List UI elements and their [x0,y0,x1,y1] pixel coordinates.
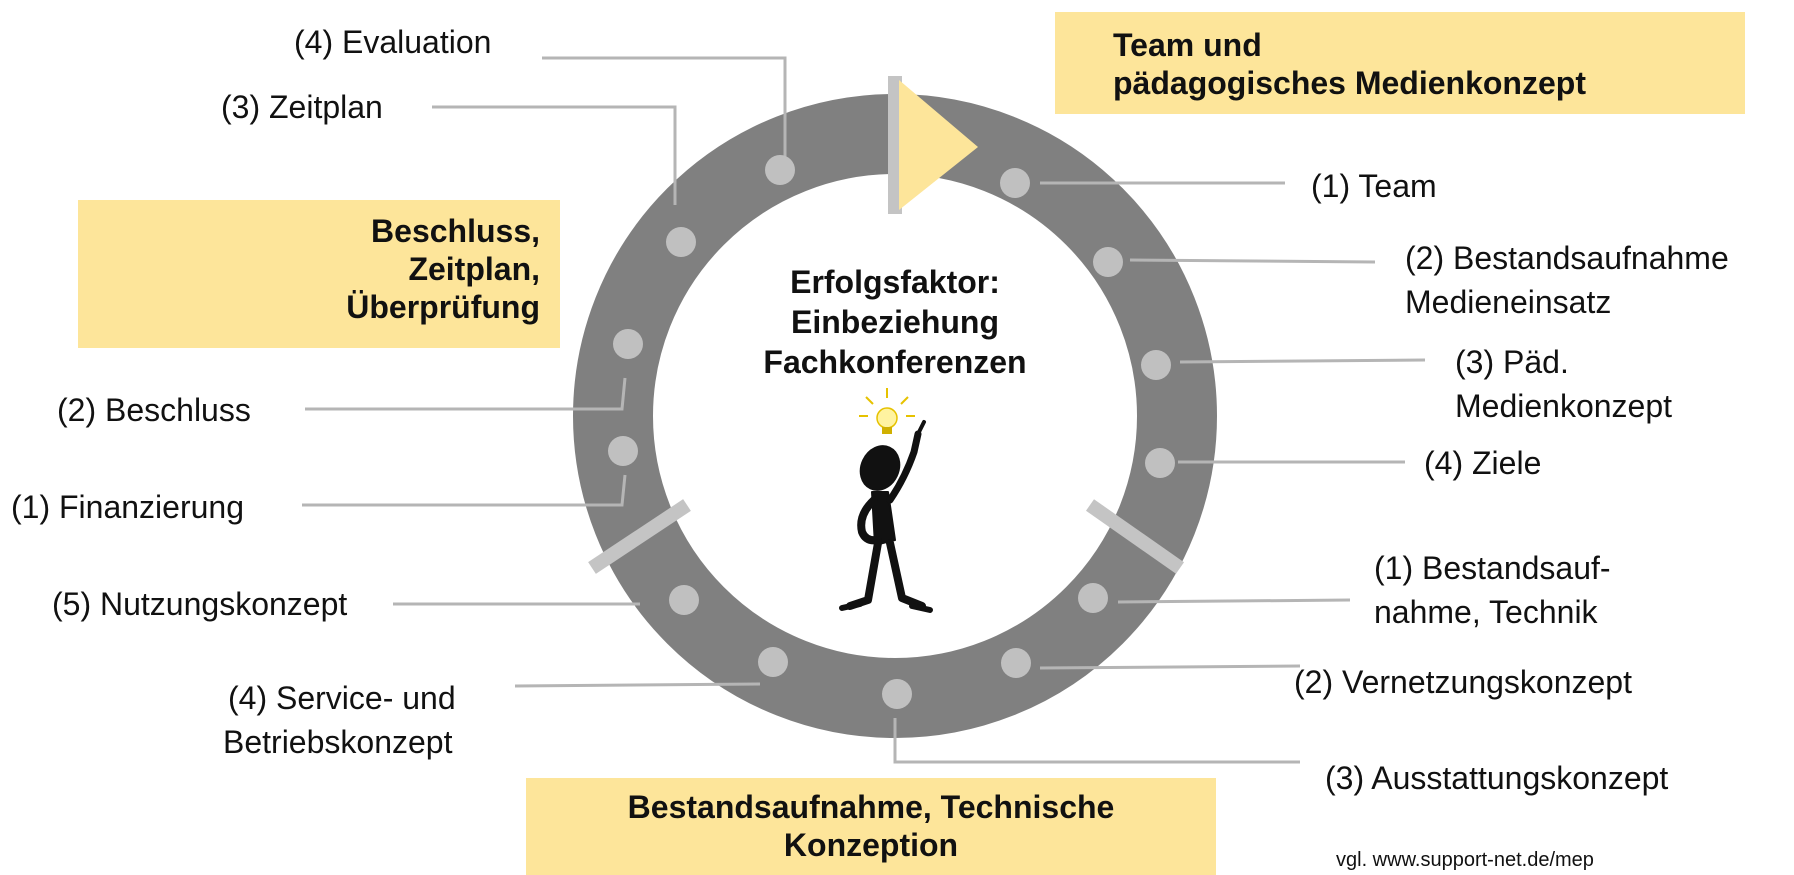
dot-bestandsaufnahme-medien [1093,247,1123,277]
center-line: Fachkonferenzen [763,344,1027,380]
dot-paed-medienkonzept [1141,350,1171,380]
step-label-vernetzungskonzept: (2) Vernetzungskonzept [1294,664,1632,700]
center-success-factor: Erfolgsfaktor: Einbeziehung Fachkonferen… [745,262,1045,382]
phase-box-line: Konzeption [783,827,959,863]
step-label-medieneinsatz: Medieneinsatz [1405,284,1612,320]
step-label-ziele: (4) Ziele [1424,445,1542,481]
phase-separator-right [1085,499,1185,574]
phase-box-line: pädagogisches Medienkonzept [1113,65,1586,101]
phase-box-line: Bestandsaufnahme, Technische [627,789,1115,825]
dot-finanzierung [608,436,638,466]
dot-bestandsaufnahme-technik [1078,583,1108,613]
phase-box-line: Team und [1113,27,1262,63]
dot-service [758,647,788,677]
thinking-figure-icon [839,420,933,613]
step-label-beschluss: (2) Beschluss [57,392,251,428]
dot-beschluss [613,329,643,359]
center-line: Einbeziehung [791,304,999,340]
step-dots [608,155,1175,709]
step-label-service-2: Betriebskonzept [223,724,453,760]
phase-separator-left [588,499,691,574]
source-note: vgl. www.support-net.de/mep [1336,849,1594,871]
connector-lines [302,56,1426,764]
step-label-service-1: (4) Service- und [228,680,456,716]
dot-ausstattung [882,679,912,709]
step-label-ausstattungskonzept: (3) Ausstattungskonzept [1325,760,1669,796]
phase-box-team-medienkonzept: Team und pädagogisches Medienkonzept [1055,12,1745,114]
step-label-team: (1) Team [1311,168,1437,204]
dot-evaluation [765,155,795,185]
step-label-evaluation: (4) Evaluation [294,24,492,60]
dot-team [1000,168,1030,198]
step-label-zeitplan: (3) Zeitplan [221,89,383,125]
step-label-medienkonzept: Medienkonzept [1455,388,1673,424]
step-label-paed: (3) Päd. [1455,344,1569,380]
lightbulb-icon [859,388,915,434]
center-line: Erfolgsfaktor: [790,264,1000,300]
phase-box-beschluss: Beschluss, Zeitplan, Überprüfung [78,200,560,348]
start-arrow [899,80,978,210]
phase-box-line: Überprüfung [346,289,540,325]
step-label-bestandsaufnahme-technik-1: (1) Bestandsauf- [1374,550,1611,586]
step-label-bestandsaufnahme: (2) Bestandsaufnahme [1405,240,1729,276]
step-label-nutzungskonzept: (5) Nutzungskonzept [52,586,348,622]
dot-nutzung [669,585,699,615]
step-label-bestandsaufnahme-technik-2: nahme, Technik [1374,594,1598,630]
step-label-finanzierung: (1) Finanzierung [11,489,244,525]
phase-box-line: Beschluss, [371,213,540,249]
phase-box-technische-konzeption: Bestandsaufnahme, Technische Konzeption [526,778,1216,875]
dot-ziele [1145,448,1175,478]
dot-zeitplan [666,227,696,257]
dot-vernetzung [1001,648,1031,678]
phase-box-line: Zeitplan, [408,251,540,287]
